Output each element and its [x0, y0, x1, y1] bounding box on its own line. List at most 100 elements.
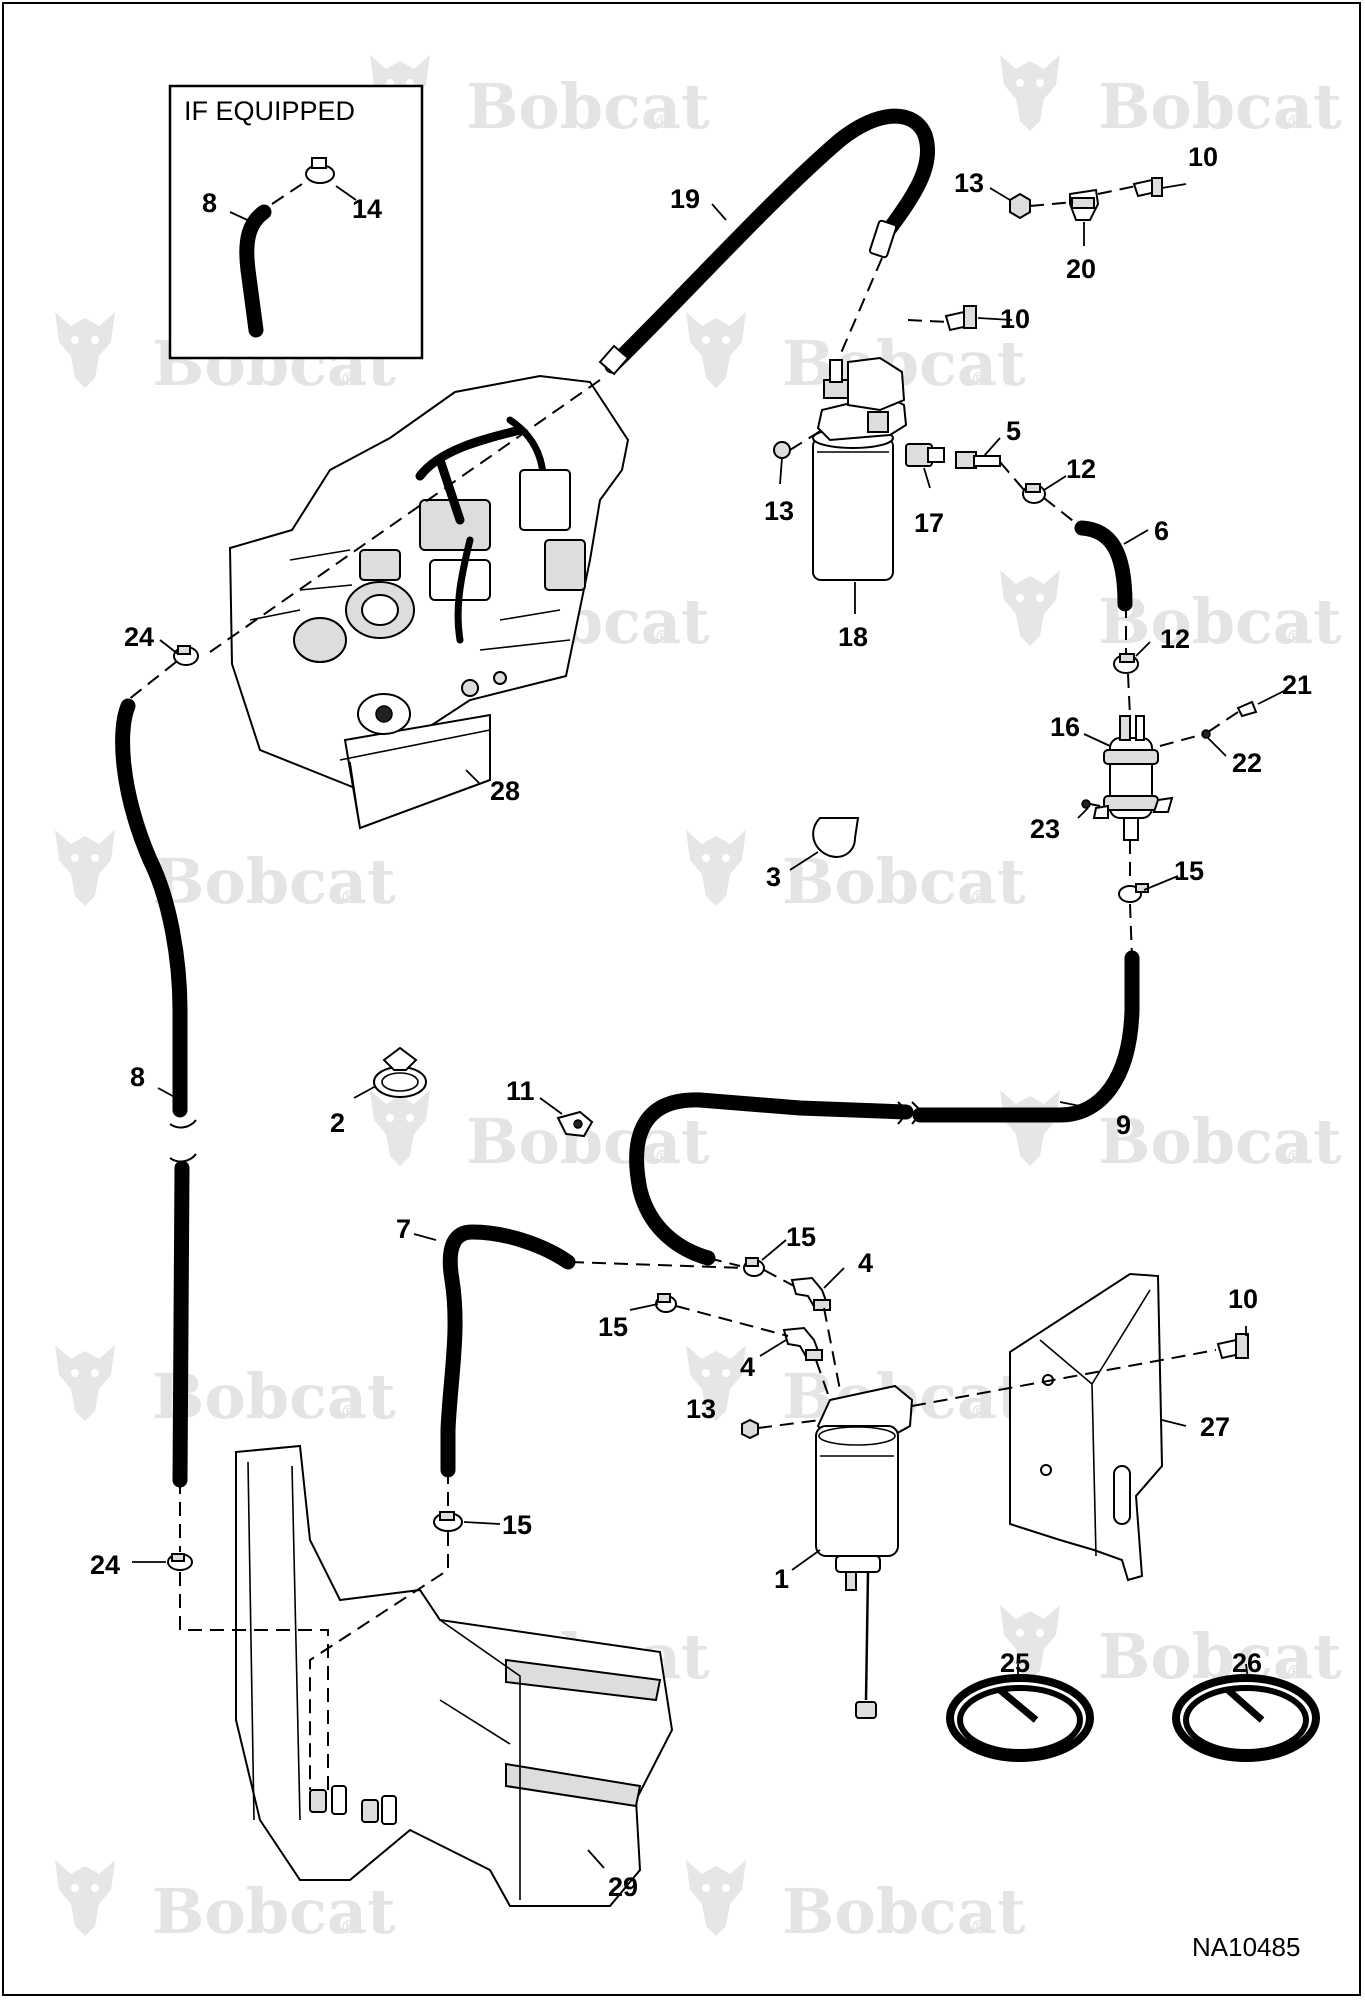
callout-16: 16 [1050, 712, 1080, 742]
watermark: Bobcat® [686, 1860, 1026, 1948]
band-clamp-3 [812, 817, 860, 858]
callout-10-bracket: 10 [1228, 1284, 1258, 1314]
bolt-21 [1236, 700, 1258, 718]
svg-text:®: ® [340, 1917, 358, 1938]
svg-text:®: ® [340, 369, 358, 390]
watermark: Bobcat® [55, 830, 396, 918]
callout-2: 2 [330, 1108, 345, 1138]
svg-text:Bobcat: Bobcat [782, 1875, 1026, 1948]
callout-6: 6 [1154, 516, 1169, 546]
callout-inset-8: 8 [202, 188, 217, 218]
callout-20: 20 [1066, 254, 1096, 284]
drawing-reference: NA10485 [1192, 1932, 1300, 1962]
callout-13-sep: 13 [686, 1394, 716, 1424]
callout-7: 7 [396, 1214, 411, 1244]
watermark: Bobcat® [55, 1860, 396, 1948]
callout-24-top: 24 [124, 622, 154, 652]
svg-text:Bobcat: Bobcat [1098, 1105, 1342, 1178]
hose-19-fitting-end [598, 344, 630, 376]
fitting-5 [955, 451, 1001, 469]
watermark: Bobcat® [1000, 55, 1342, 143]
hose-8-lower [172, 1160, 190, 1488]
watermark: Bobcat® [686, 830, 1026, 918]
watermark: Bobcat® [1000, 570, 1342, 658]
svg-text:®: ® [1286, 112, 1304, 133]
clamp-15-tank [433, 1511, 463, 1532]
elbow-fitting-4-b [782, 1326, 823, 1362]
if-equipped-inset: IF EQUIPPED [168, 84, 424, 360]
callout-11: 11 [506, 1076, 535, 1106]
callout-3: 3 [766, 862, 781, 892]
callout-4-a: 4 [858, 1248, 873, 1278]
callout-13-top: 13 [954, 168, 984, 198]
fitting-17 [905, 443, 945, 467]
assembly-dash-lines [127, 185, 1239, 1790]
svg-text:®: ® [1286, 627, 1304, 648]
callout-10-filter: 10 [1000, 304, 1030, 334]
svg-text:®: ® [654, 1147, 672, 1168]
washer-23 [1081, 799, 1091, 809]
hose-7 [440, 1224, 576, 1478]
callout-17: 17 [914, 508, 944, 538]
leader-lines [132, 183, 1287, 1869]
callout-24-bottom: 24 [90, 1550, 120, 1580]
callout-15-a: 15 [786, 1222, 816, 1252]
inset-title: IF EQUIPPED [184, 96, 355, 126]
callout-26: 26 [1232, 1648, 1262, 1678]
hose-9-left [629, 1092, 914, 1266]
hose-19 [604, 108, 936, 374]
clamp-15-pump [1118, 883, 1149, 903]
elbow-fitting-4-a [790, 1276, 831, 1312]
watermark: Bobcat® [55, 1345, 396, 1433]
fuel-filter-18 [773, 356, 908, 581]
hose-19-fitting-top [868, 219, 898, 259]
bolt-10-filter [944, 305, 977, 332]
hose-6 [1074, 520, 1133, 612]
engine-assembly [228, 374, 630, 830]
watermark: Bobcat® [370, 1090, 710, 1178]
callout-4-b: 4 [740, 1352, 755, 1382]
callout-inset-14: 14 [352, 194, 382, 224]
callout-15-pump: 15 [1174, 856, 1204, 886]
watermark-layer: Bobcat® Bobcat® Bobcat® Bobcat® Bobcat® … [55, 55, 1342, 1948]
svg-text:®: ® [970, 369, 988, 390]
inset-hose-8 [239, 204, 272, 338]
callout-labels: 8 14 19 13 10 20 10 5 13 17 12 6 18 24 1… [90, 142, 1312, 1902]
callout-27: 27 [1200, 1412, 1230, 1442]
callout-23: 23 [1030, 814, 1060, 844]
watermark: Bobcat® [370, 55, 710, 143]
callout-18: 18 [838, 622, 868, 652]
clamp-15-b [655, 1293, 677, 1313]
hose-coil-25 [946, 1674, 1094, 1762]
p-clip-11 [556, 1110, 594, 1138]
callout-13-filter: 13 [764, 496, 794, 526]
svg-text:Bobcat: Bobcat [782, 845, 1026, 918]
bolt-10-bracket [1235, 1333, 1249, 1359]
clamp-24-top [173, 645, 199, 666]
svg-text:Bobcat: Bobcat [1098, 585, 1342, 658]
svg-text:Bobcat: Bobcat [152, 845, 396, 918]
svg-text:®: ® [970, 1402, 988, 1423]
svg-text:®: ® [340, 1402, 358, 1423]
svg-text:®: ® [654, 627, 672, 648]
svg-text:®: ® [654, 112, 672, 133]
callout-15-b: 15 [598, 1312, 628, 1342]
callout-12-a: 12 [1066, 454, 1096, 484]
callout-15-tank: 15 [502, 1510, 532, 1540]
callout-1: 1 [774, 1564, 789, 1594]
svg-text:®: ® [970, 887, 988, 908]
callout-5: 5 [1006, 416, 1021, 446]
clamp-24-bottom [167, 1553, 193, 1571]
clamp-12-a [1022, 483, 1046, 504]
svg-text:®: ® [1286, 1147, 1304, 1168]
water-separator-1 [741, 1384, 914, 1719]
inset-box [168, 84, 424, 360]
callout-9: 9 [1116, 1110, 1131, 1140]
svg-text:®: ® [340, 887, 358, 908]
callout-22: 22 [1232, 748, 1262, 778]
clamp-12-b [1113, 653, 1139, 674]
fuel-pump-16 [1092, 715, 1174, 841]
svg-text:Bobcat: Bobcat [466, 70, 710, 143]
